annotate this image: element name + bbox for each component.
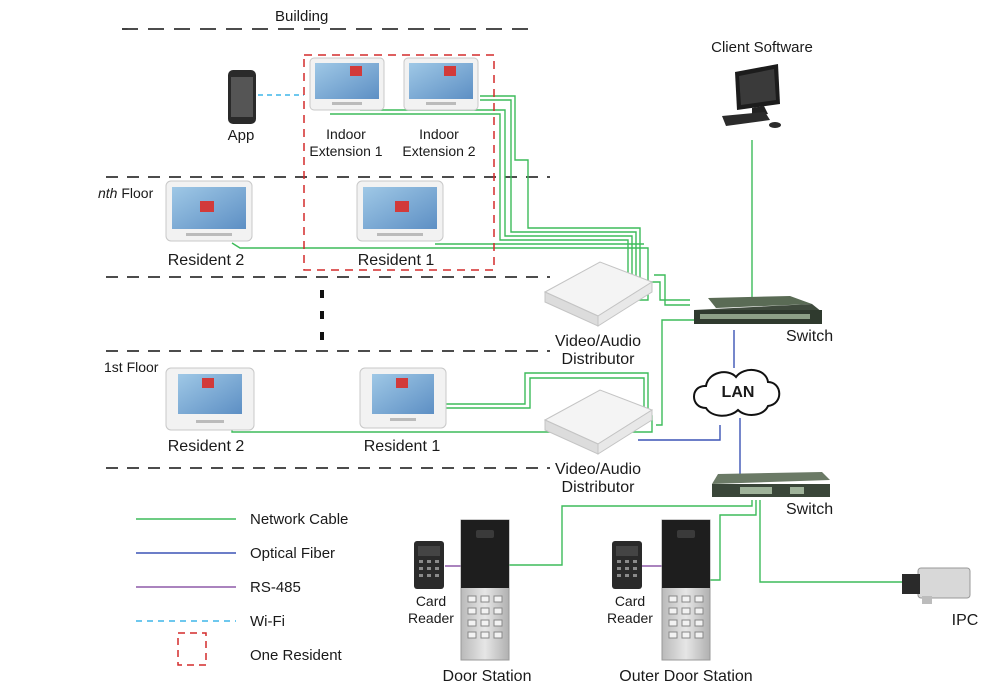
distributor-top-label: Video/Audio Distributor [555,333,641,368]
legend-rs485-label: RS-485 [250,579,301,596]
nth-resident-2-indoor-station-icon [165,180,253,242]
legend-swatches [136,518,236,666]
first-resident-2-indoor-station-icon [165,367,255,431]
outer-door-station-icon [661,519,711,661]
ipc-label: IPC [951,612,979,629]
floor-separators [106,28,550,469]
nth-floor-prefix: nth [98,185,118,201]
lan-cloud-icon [693,369,781,417]
legend-network-label: Network Cable [250,511,349,528]
one-resident-box [303,54,495,271]
first-resident-1-label: Resident 1 [363,438,441,455]
legend-resident-label: One Resident [250,647,342,664]
indoor-extension-1-icon [309,57,385,111]
indoor-extension-2-icon [403,57,479,111]
door-station-label: Door Station [442,668,532,685]
access-switch-icon [712,472,830,497]
outer-door-station-label: Outer Door Station [619,668,753,685]
ellipsis-dots [320,290,324,340]
card-reader-2-icon [612,541,642,589]
indoor-extension-2-label: Indoor Extension 2 [402,126,476,159]
nth-floor-label: nth Floor [98,185,153,202]
card-reader-2-label: Card Reader [607,593,653,626]
first-resident-2-label: Resident 2 [167,438,245,455]
app-label: App [227,127,255,144]
distributor-bottom-label: Video/Audio Distributor [555,461,641,496]
core-switch-icon [694,296,822,324]
client-software-label: Client Software [711,39,813,56]
first-resident-1-indoor-station-icon [359,367,447,429]
switch-top-label: Switch [786,328,834,345]
card-reader-1-icon [414,541,444,589]
optical-fiber-lines [638,330,741,478]
lan-label: LAN [721,384,755,401]
nth-resident-1-indoor-station-icon [356,180,444,242]
legend-resident-swatch [177,632,207,666]
building-label: Building [275,8,329,25]
indoor-extension-1-label: Indoor Extension 1 [309,126,383,159]
door-station-icon [460,519,510,661]
smartphone-icon [228,70,256,124]
nth-floor-suffix: Floor [117,185,154,201]
nth-resident-2-label: Resident 2 [167,252,245,269]
client-computer-icon [722,64,781,128]
ipc-camera-icon [902,567,971,604]
legend-wifi-label: Wi-Fi [250,613,285,630]
nth-resident-1-label: Resident 1 [357,252,435,269]
legend-fiber-label: Optical Fiber [250,545,336,562]
card-reader-1-label: Card Reader [408,593,454,626]
video-audio-distributor-top-icon [543,261,654,327]
video-audio-distributor-bottom-icon [543,389,654,455]
first-floor-label: 1st Floor [104,359,159,375]
switch-bottom-label: Switch [786,501,834,518]
